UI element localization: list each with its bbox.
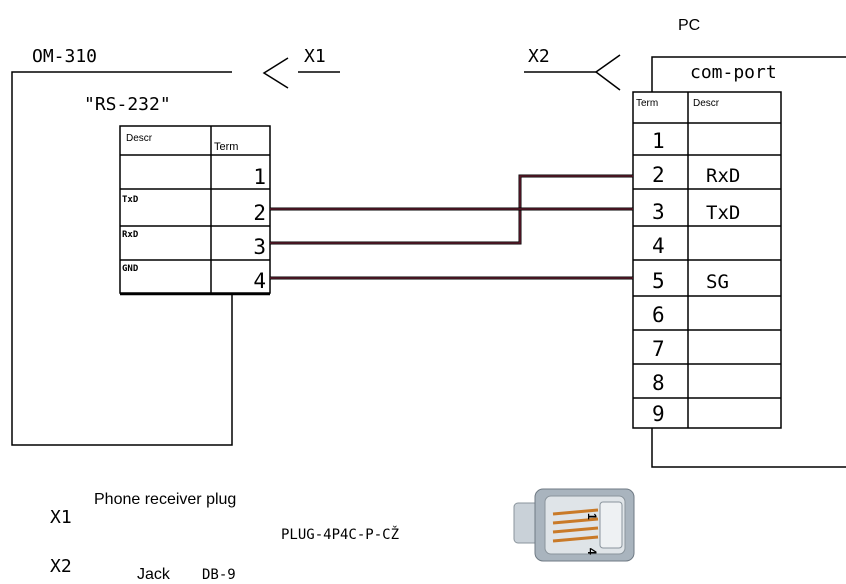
right-term-9: 9	[652, 402, 665, 426]
right-header-descr: Descr	[693, 98, 720, 109]
right-descr-5: SG	[706, 271, 729, 293]
com-port-label: com-port	[690, 62, 777, 83]
legend-x1-code: X1	[50, 507, 72, 528]
right-term-4: 4	[652, 234, 665, 258]
legend-x2-code: X2	[50, 556, 72, 577]
x1-connector-label: X1	[304, 46, 326, 67]
x2-connector-label: X2	[528, 46, 550, 67]
right-term-8: 8	[652, 371, 665, 395]
right-term-1: 1	[652, 129, 665, 153]
left-term-1: 1	[253, 165, 266, 189]
left-header-term: Term	[214, 141, 238, 153]
rj-plug-icon	[513, 488, 635, 562]
interface-label: "RS-232"	[84, 94, 171, 115]
left-header-descr: Descr	[126, 133, 153, 144]
legend-x1-part: PLUG-4P4C-P-CŽ	[281, 525, 399, 543]
pc-label: PC	[678, 17, 700, 34]
pc-device-box	[651, 56, 846, 468]
right-term-3: 3	[652, 200, 665, 224]
left-descr-2: TxD	[122, 195, 139, 205]
left-descr-3: RxD	[122, 230, 139, 240]
legend-x2-part: DB-9	[202, 567, 236, 583]
left-term-2: 2	[253, 201, 266, 225]
right-term-6: 6	[652, 303, 665, 327]
right-descr-3: TxD	[706, 202, 740, 224]
left-terminal-table	[119, 125, 271, 296]
legend-x1-desc: Phone receiver plug	[94, 491, 236, 508]
right-header-term: Term	[636, 98, 658, 109]
right-descr-2: RxD	[706, 165, 740, 187]
plug-pin-4-label: 4	[585, 548, 599, 555]
x1-connector-arrow-icon	[262, 57, 340, 89]
om310-device-box	[11, 71, 233, 446]
plug-pin-1-label: 1	[585, 513, 599, 520]
right-term-2: 2	[652, 163, 665, 187]
legend-x2-type: Jack	[137, 566, 171, 583]
right-term-7: 7	[652, 337, 665, 361]
left-descr-4: GND	[122, 264, 139, 274]
left-term-3: 3	[253, 235, 266, 259]
right-terminal-table	[632, 91, 782, 429]
right-term-5: 5	[652, 269, 665, 293]
left-term-4: 4	[253, 269, 266, 293]
device-label: OM-310	[32, 46, 97, 67]
x2-connector-icon	[524, 54, 621, 91]
